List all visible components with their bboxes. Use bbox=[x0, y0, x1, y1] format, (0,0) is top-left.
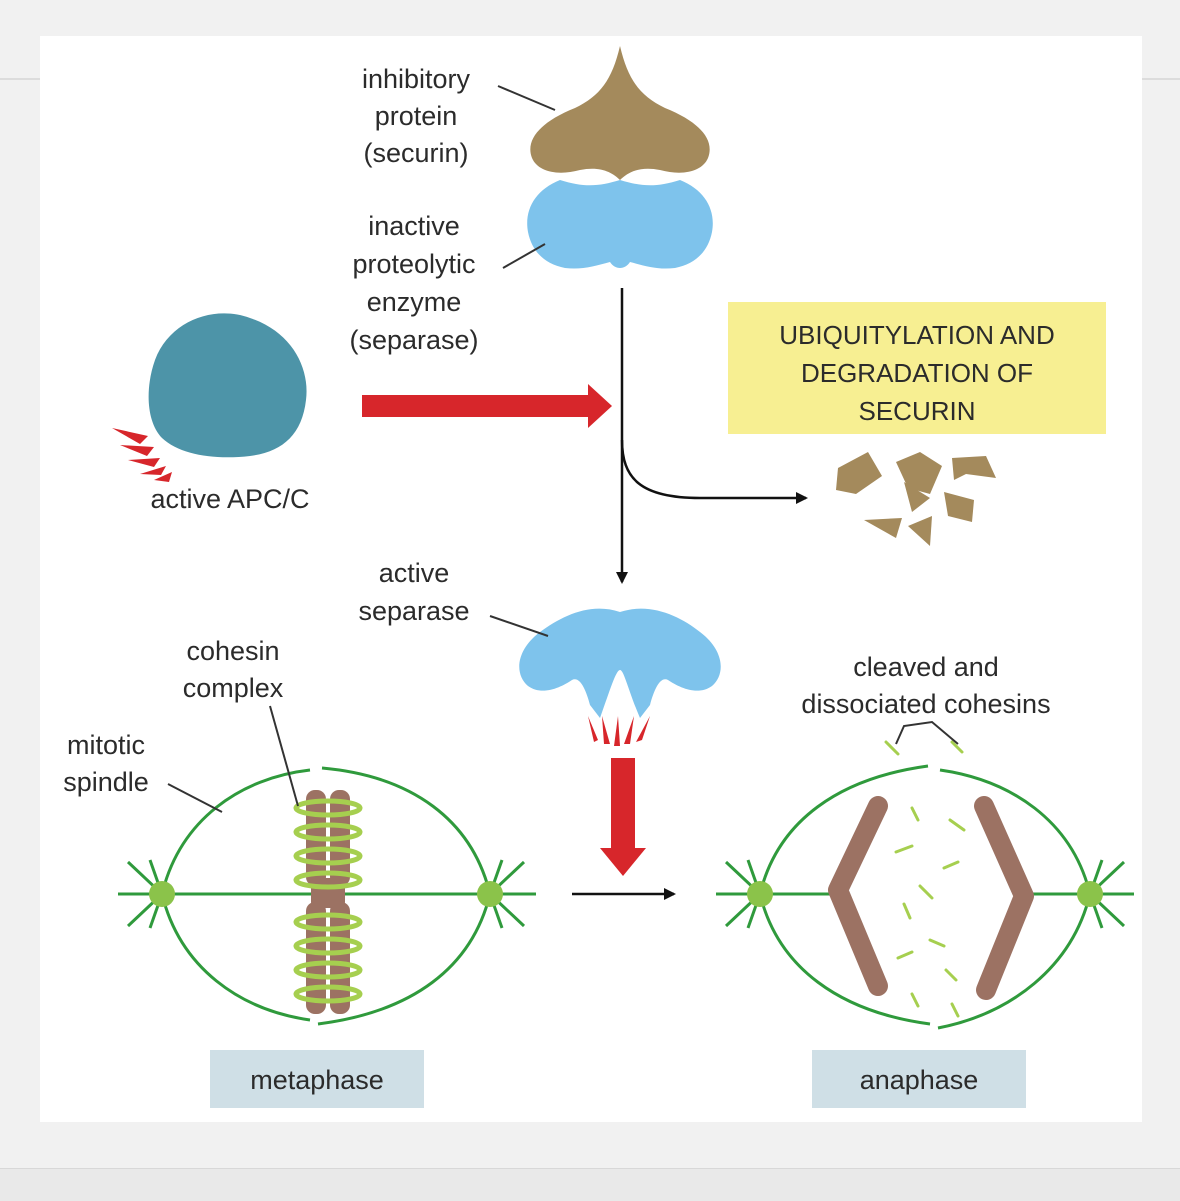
cohesin-ring bbox=[293, 912, 363, 932]
separase-active-spikes bbox=[588, 716, 650, 746]
spindle-pole-left bbox=[126, 859, 175, 929]
inactive-separase-shape bbox=[527, 180, 713, 269]
apc-red-arrow bbox=[362, 384, 612, 428]
spindle-fiber bbox=[321, 766, 492, 895]
spindle-fiber bbox=[317, 893, 492, 1026]
inhibitory-protein-label: inhibitory protein (securin) bbox=[362, 64, 556, 168]
anaphase-chromatid-right bbox=[974, 796, 1034, 1000]
cleaved-cohesin-fragments bbox=[884, 740, 966, 1018]
ubiquitylation-callout: UBIQUITYLATION AND DEGRADATION OF SECURI… bbox=[728, 302, 1106, 434]
separase-red-arrow bbox=[600, 758, 646, 876]
cohesin-complex-label: cohesin complex bbox=[183, 636, 299, 807]
top-cohesin-bit bbox=[950, 740, 964, 754]
inactive-enzyme-line-4: (separase) bbox=[349, 325, 478, 355]
active-separase-line-2: separase bbox=[358, 596, 469, 626]
callout-line-1: UBIQUITYLATION AND bbox=[779, 320, 1054, 350]
spindle-fiber bbox=[160, 768, 311, 895]
metaphase-stage-box: metaphase bbox=[210, 1050, 424, 1108]
inactive-enzyme-label: inactive proteolytic enzyme (separase) bbox=[349, 211, 546, 355]
anaphase-stage-box: anaphase bbox=[812, 1050, 1026, 1108]
cohesin-ring bbox=[293, 846, 363, 866]
spindle-pole-left bbox=[724, 859, 773, 929]
cohesin-ring bbox=[293, 960, 363, 980]
spindle-fiber bbox=[160, 893, 311, 1022]
top-cohesin-bit bbox=[884, 740, 900, 756]
active-separase-shape bbox=[519, 608, 721, 746]
inhibitory-protein-line-3: (securin) bbox=[363, 138, 468, 168]
spindle-pole-right bbox=[1077, 859, 1126, 929]
spindle-pole-right bbox=[477, 859, 526, 929]
anaphase-chromatid-left bbox=[828, 796, 888, 996]
mitotic-spindle-line-2: spindle bbox=[63, 767, 149, 797]
anaphase-label: anaphase bbox=[860, 1065, 979, 1095]
mitotic-spindle-line-1: mitotic bbox=[67, 730, 145, 760]
inhibitory-protein-line-2: protein bbox=[375, 101, 458, 131]
metaphase-label: metaphase bbox=[250, 1065, 384, 1095]
anaphase-spindle bbox=[716, 740, 1134, 1030]
metaphase-spindle bbox=[118, 766, 536, 1026]
cohesin-complex-line-2: complex bbox=[183, 673, 284, 703]
cleaved-cohesins-label: cleaved and dissociated cohesins bbox=[801, 652, 1051, 745]
cohesin-ring bbox=[293, 870, 363, 890]
callout-line-2: DEGRADATION OF bbox=[801, 358, 1033, 388]
inactive-enzyme-leader bbox=[502, 243, 546, 269]
cohesin-complex-leader bbox=[269, 705, 299, 807]
apc-shape bbox=[112, 313, 307, 482]
cohesin-ring bbox=[293, 798, 363, 818]
spindle-fiber bbox=[939, 768, 1092, 895]
active-apc-label: active APC/C bbox=[150, 484, 309, 514]
pathway-arrows bbox=[616, 288, 808, 584]
cohesin-ring bbox=[293, 936, 363, 956]
cohesin-ring bbox=[293, 822, 363, 842]
securin-shape bbox=[530, 46, 710, 180]
cohesin-rings bbox=[293, 798, 363, 1004]
spindle-fiber bbox=[937, 893, 1092, 1030]
inhibitory-protein-leader bbox=[497, 85, 556, 111]
active-separase-label: active separase bbox=[358, 558, 549, 637]
cleaved-cohesins-bracket bbox=[895, 720, 959, 745]
active-separase-line-1: active bbox=[379, 558, 450, 588]
cleaved-cohesins-line-1: cleaved and bbox=[853, 652, 999, 682]
inactive-enzyme-line-3: enzyme bbox=[367, 287, 462, 317]
background-rule-left bbox=[0, 78, 40, 80]
cohesin-ring bbox=[293, 984, 363, 1004]
spindle-fiber bbox=[758, 893, 931, 1026]
cleaved-cohesins-line-2: dissociated cohesins bbox=[801, 689, 1050, 719]
mitotic-spindle-leader bbox=[167, 783, 223, 813]
inactive-enzyme-line-2: proteolytic bbox=[352, 249, 475, 279]
securin-fragments bbox=[836, 452, 996, 546]
callout-line-3: SECURIN bbox=[858, 396, 975, 426]
inactive-enzyme-line-1: inactive bbox=[368, 211, 460, 241]
background-rule-right bbox=[1142, 78, 1180, 80]
cohesin-complex-line-1: cohesin bbox=[186, 636, 279, 666]
active-separase-leader bbox=[489, 615, 549, 637]
degradation-branch-arrow bbox=[620, 439, 808, 504]
inhibitory-protein-line-1: inhibitory bbox=[362, 64, 471, 94]
mitotic-spindle-label: mitotic spindle bbox=[63, 730, 223, 813]
bottom-bar bbox=[0, 1168, 1180, 1201]
spindle-fiber bbox=[758, 764, 929, 895]
apc-active-spikes bbox=[112, 428, 172, 482]
